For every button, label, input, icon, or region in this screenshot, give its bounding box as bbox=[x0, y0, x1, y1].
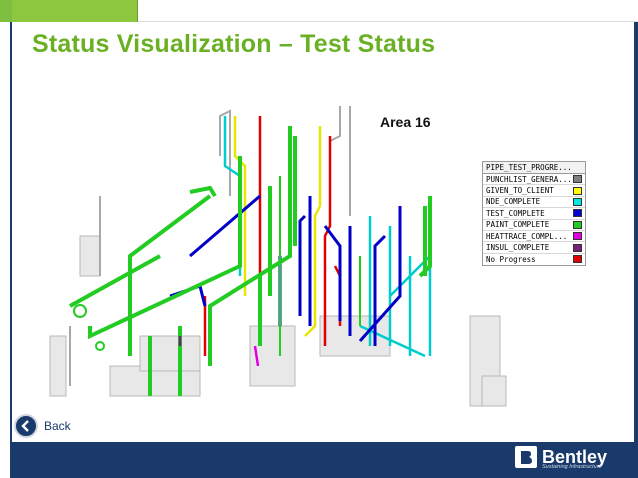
legend-item-label: PAINT_COMPLETE bbox=[486, 220, 550, 230]
legend-color-swatch bbox=[573, 197, 582, 206]
pipes-other bbox=[178, 336, 260, 367]
legend-header: PIPE_TEST_PROGRE... bbox=[483, 162, 585, 174]
legend-item-label: GIVEN_TO_CLIENT bbox=[486, 186, 554, 196]
legend-item: HEATTRACE_COMPL... bbox=[483, 231, 585, 243]
legend-item-label: No Progress bbox=[486, 254, 536, 264]
area-label: Area 16 bbox=[380, 114, 431, 130]
back-button[interactable]: Back bbox=[14, 414, 71, 438]
legend-item: No Progress bbox=[483, 254, 585, 265]
pipes-cyan bbox=[223, 116, 432, 358]
left-frame-rule bbox=[10, 22, 12, 478]
legend-item-label: HEATTRACE_COMPL... bbox=[486, 231, 568, 241]
top-green-tab bbox=[12, 0, 138, 22]
legend-color-swatch bbox=[573, 220, 582, 229]
legend-item: INSUL_COMPLETE bbox=[483, 242, 585, 254]
legend-item: TEST_COMPLETE bbox=[483, 208, 585, 220]
legend-item-label: INSUL_COMPLETE bbox=[486, 243, 550, 253]
legend-item-label: PUNCHLIST_GENERA... bbox=[486, 174, 572, 184]
legend-color-swatch bbox=[573, 186, 582, 195]
legend-color-swatch bbox=[573, 243, 582, 252]
back-label: Back bbox=[44, 419, 71, 433]
legend-item: GIVEN_TO_CLIENT bbox=[483, 185, 585, 197]
legend-item: PUNCHLIST_GENERA... bbox=[483, 174, 585, 186]
right-frame-rule bbox=[634, 22, 638, 442]
pipes-gray bbox=[69, 106, 351, 386]
top-accent-block bbox=[0, 0, 12, 22]
legend-color-swatch bbox=[573, 232, 582, 241]
back-arrow-icon bbox=[14, 414, 38, 438]
legend-color-swatch bbox=[573, 209, 582, 218]
pipes-green-thin bbox=[73, 176, 361, 356]
legend-color-swatch bbox=[573, 175, 582, 184]
top-gray-tab bbox=[138, 0, 638, 22]
pipes-green bbox=[69, 126, 432, 396]
equipment bbox=[49, 235, 507, 407]
legend-item-label: TEST_COMPLETE bbox=[486, 208, 545, 218]
bentley-logo: Bentley Sustaining Infrastructure bbox=[515, 446, 608, 470]
pipes-yellow bbox=[233, 116, 322, 337]
piping-model-view bbox=[49, 106, 507, 407]
slide-title: Status Visualization – Test Status bbox=[32, 30, 436, 58]
legend-item-label: NDE_COMPLETE bbox=[486, 197, 541, 207]
legend-item: PAINT_COMPLETE bbox=[483, 220, 585, 231]
legend-item: NDE_COMPLETE bbox=[483, 197, 585, 209]
logo-wordmark: Bentley bbox=[542, 447, 608, 467]
bentley-b-icon bbox=[515, 446, 537, 468]
legend-color-swatch bbox=[573, 255, 582, 264]
status-legend: PIPE_TEST_PROGRE... PUNCHLIST_GENERA... G… bbox=[482, 161, 586, 267]
logo-tagline: Sustaining Infrastructure bbox=[542, 464, 602, 470]
